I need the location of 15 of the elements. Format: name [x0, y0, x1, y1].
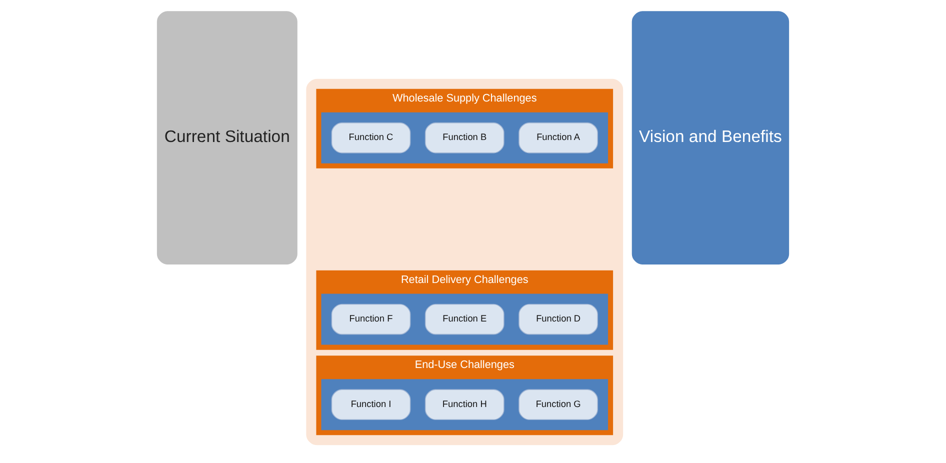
cluster — [306, 78, 624, 446]
cluster — [321, 112, 608, 164]
node-box: Vision and Benefits — [632, 11, 790, 265]
node-box: Function E — [424, 304, 504, 335]
node-box: Current Situation — [156, 11, 298, 265]
node-box: Function I — [331, 389, 411, 420]
cluster — [321, 379, 608, 430]
node-box: Function D — [518, 304, 598, 335]
cluster — [321, 294, 608, 345]
node-box: Function C — [331, 122, 411, 154]
node-box: Function A — [518, 122, 598, 154]
node-box: Function G — [518, 389, 598, 420]
node-box: Function H — [424, 389, 504, 420]
node-box: Function B — [424, 122, 504, 154]
node-box: Function F — [331, 304, 411, 335]
